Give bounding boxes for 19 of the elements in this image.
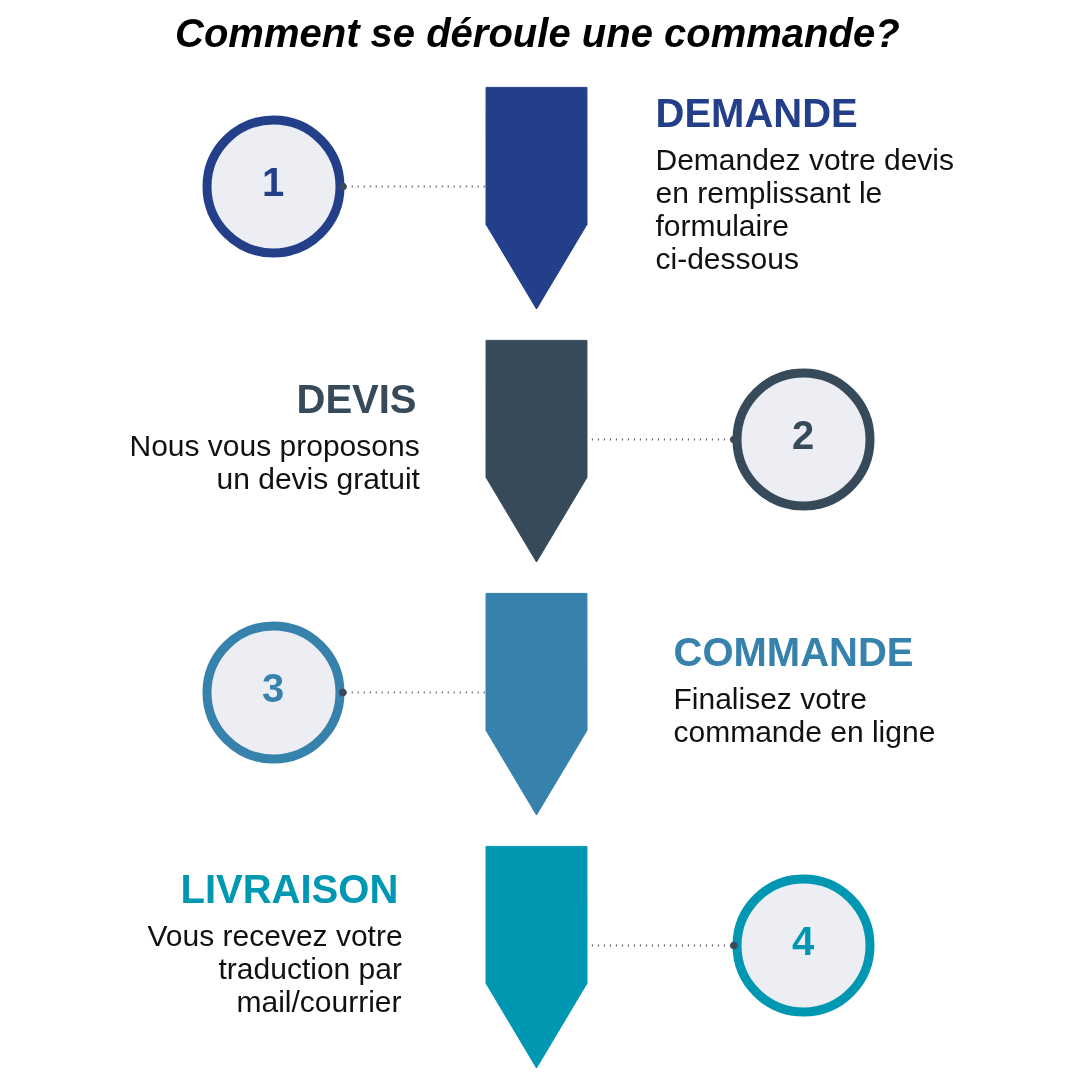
node-label: Nous vous proposons un devis gratuit [129, 428, 420, 495]
node-label: Demandez votre devis en remplissant le formulaire ci-dessous [655, 142, 954, 275]
node-chevron [485, 339, 587, 563]
connector [338, 182, 487, 191]
diagram-title: Comment se déroule une commande? [174, 11, 900, 55]
node-label: DEMANDE [655, 90, 858, 135]
node-label: Vous recevez votre traduction par mail/courrier [147, 918, 403, 1018]
node-circle: 2 [732, 368, 874, 511]
connector [338, 688, 487, 697]
node-label: COMMANDE [673, 629, 913, 674]
node-chevron [485, 845, 587, 1069]
node-chevron [485, 592, 587, 816]
node-circle: 3 [202, 621, 344, 764]
node-circle: 4 [732, 874, 874, 1017]
node-label: DEVIS [296, 376, 417, 421]
node-label: LIVRAISON [180, 866, 398, 911]
node-circle: 1 [202, 115, 344, 258]
node-chevron [485, 86, 587, 310]
node-label: Finalisez votre commande en ligne [673, 681, 935, 748]
